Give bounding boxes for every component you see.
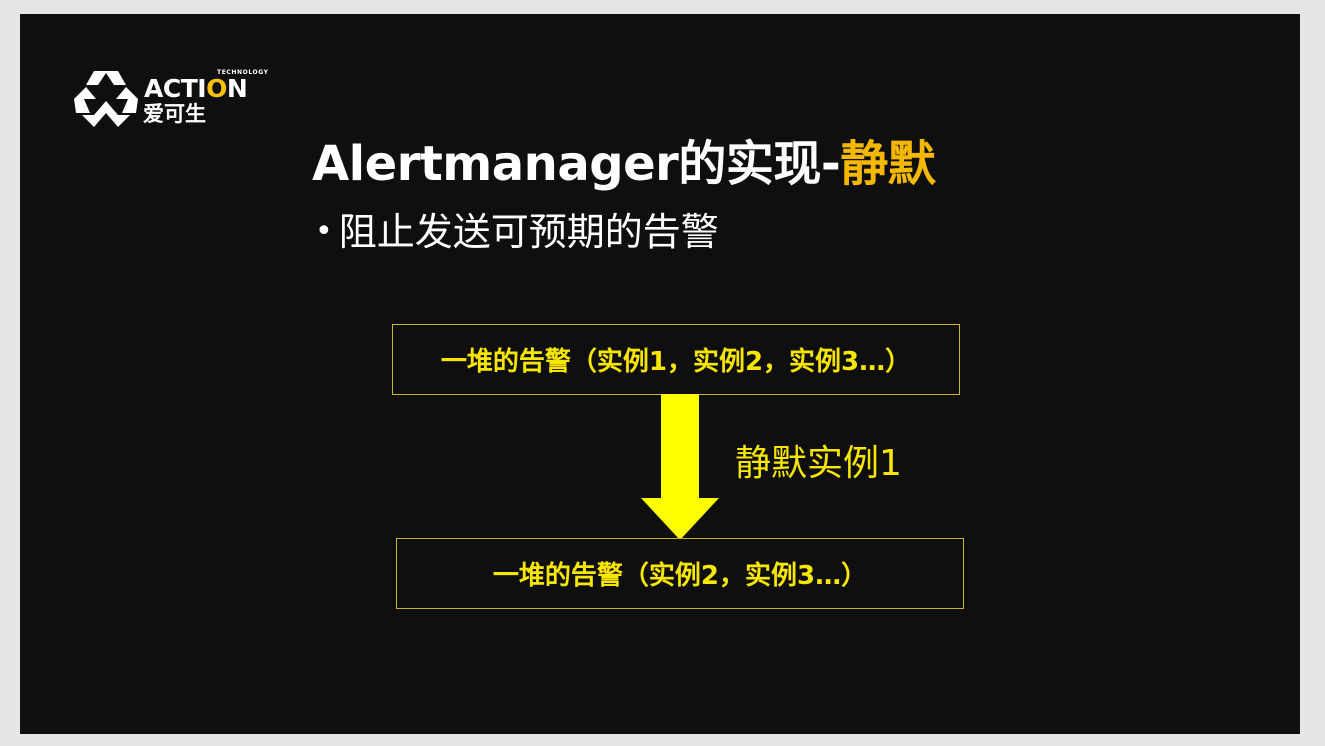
logo-tagline: TECHNOLOGY [217,69,269,76]
logo-chinese-name: 爱可生 [143,102,206,126]
slide: TECHNOLOGY ACTION 爱可生 Alertmanager的实现-静默… [20,14,1300,734]
bullet-point: •阻止发送可预期的告警 [315,208,719,256]
recycle-logo-icon [74,71,138,127]
slide-title-accent: 静默 [840,136,936,192]
bullet-text: 阻止发送可预期的告警 [338,210,719,254]
slide-title-main: Alertmanager的实现- [312,136,841,192]
alerts-box-after: 一堆的告警（实例2，实例3…） [396,538,964,609]
alerts-box-before: 一堆的告警（实例1，实例2，实例3…） [392,324,960,395]
silence-label: 静默实例1 [735,443,902,484]
logo-brand-text: ACTION [144,74,248,103]
bullet-icon: • [315,214,333,249]
company-logo: TECHNOLOGY ACTION 爱可生 [74,69,284,129]
slide-title: Alertmanager的实现-静默 [312,134,936,194]
down-arrow-icon [641,394,719,540]
